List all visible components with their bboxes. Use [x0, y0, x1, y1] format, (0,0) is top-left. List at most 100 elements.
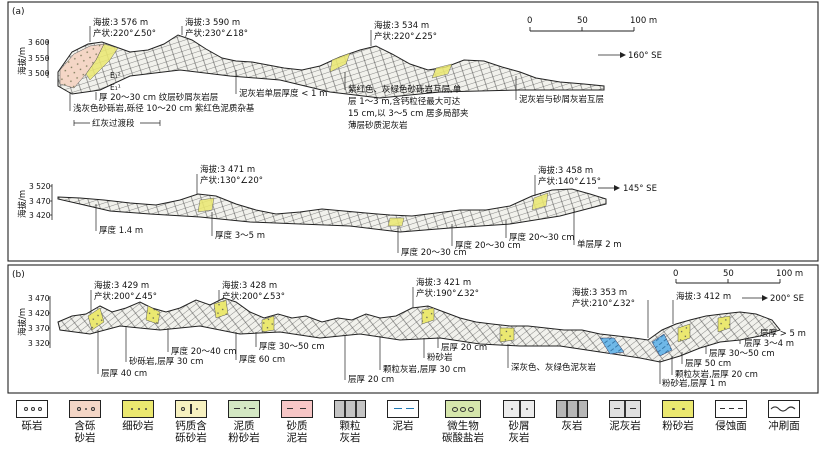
legend-item-granular-limestone: 颗粒 灰岩 [326, 398, 374, 444]
conglomerate-icon [16, 400, 48, 418]
tick-label: 3 520 [29, 182, 51, 191]
direction-label: 160° SE [628, 51, 662, 61]
note-silt1m: 粉砂岩,层厚 1 m [662, 378, 726, 389]
note-t3050: 厚度 30～50 cm [259, 341, 325, 352]
legend-item-scour-surface: 冲刷面 [760, 398, 808, 432]
scale-start: 0 [527, 16, 532, 26]
legend-label: 粉砂岩 [662, 420, 694, 432]
panel-b-axis: 海拔/m 3 470 3 420 3 370 3 320 [17, 294, 51, 348]
panel-b-direction: 200° SE [742, 294, 804, 304]
note-thickness-1-4m: 厚度 1.4 m [99, 225, 143, 236]
tick-label: 3 420 [29, 211, 51, 220]
tick-label: 3 470 [28, 294, 50, 303]
scour-surface-icon [768, 400, 800, 418]
summit-altitude: 海拔:3 471 m [200, 164, 255, 175]
panel-a-upper-summits: 海拔:3 576 m 产状:220°∠50° 海拔:3 590 m 产状:230… [89, 17, 437, 46]
panel-a-lower-summits: 海拔:3 471 m 产状:130°∠20° 海拔:3 458 m 产状:140… [196, 164, 601, 196]
panel-b-profile [57, 297, 781, 363]
panel-a-upper-notes: 厚 20～30 cm 纹层砂屑灰岩层 浅灰色砂砾岩,砾径 10～20 cm 紫红… [69, 70, 604, 131]
note-conglomerate-30: 砂砾岩,层厚 30 cm [129, 356, 203, 367]
note-t2040: 厚度 20～40 cm [171, 346, 237, 357]
legend-item-microbial-carbonate: 微生物 碳酸盐岩 [435, 398, 491, 444]
calcarenite-icon [503, 400, 535, 418]
argillaceous-siltstone-icon [228, 400, 260, 418]
note-interbed-4: 薄层砂质泥灰岩 [348, 120, 408, 131]
note-single-layer-2m: 单层厚 2 m [577, 239, 622, 250]
tick-label: 3 320 [28, 339, 50, 348]
legend-label: 泥岩 [392, 420, 414, 432]
panel-b-summits: 海拔:3 429 m 产状:200°∠45° 海拔:3 428 m 产状:200… [90, 277, 731, 338]
summit-altitude: 海拔:3 590 m [185, 17, 240, 28]
scale-end: 100 m [776, 269, 803, 279]
summit-attitude: 产状:210°∠32° [572, 298, 635, 309]
legend-label: 钙质含 砾砂岩 [175, 420, 207, 444]
panel-a-frame [7, 1, 819, 262]
summit-altitude: 海拔:3 428 m [222, 280, 277, 291]
summit-attitude: 产状:140°∠15° [538, 176, 601, 187]
summit-altitude: 海拔:3 353 m [572, 287, 627, 298]
note-thin-layer: 厚 20～30 cm 纹层砂屑灰岩层 [99, 92, 218, 103]
legend-item-conglomerate: 砾岩 [8, 398, 56, 432]
panel-a-lower-notes: 厚度 1.4 m 厚度 3～5 m 厚度 20～30 cm 厚度 20～30 c… [95, 204, 622, 258]
legend-item-fine-sandstone: 细砂岩 [114, 398, 162, 432]
panel-a-lower-yellow-strata [197, 192, 549, 227]
note-basal: 浅灰色砂砾岩,砾径 10～20 cm 紫红色泥质杂基 [73, 103, 255, 114]
note-b34: 层厚 3～4 m [744, 339, 794, 349]
legend-label: 泥灰岩 [609, 420, 641, 432]
summit-altitude: 海拔:3 421 m [416, 277, 471, 288]
note-interbed-3: 15 cm,以 3～5 cm 居多局部夹 [348, 108, 469, 119]
limestone-icon [556, 400, 588, 418]
scale-mid: 50 [577, 16, 588, 26]
note-single-layer: 泥灰岩单层厚度 < 1 m [239, 88, 327, 99]
legend-label: 微生物 碳酸盐岩 [442, 420, 484, 444]
note-interbed-2: 层 1～3 m,含钙粒径最大可达 [348, 96, 461, 107]
note-t60: 厚度 60 cm [239, 354, 285, 365]
summit-altitude: 海拔:3 458 m [538, 165, 593, 176]
siltstone-icon [662, 400, 694, 418]
summit-attitude: 产状:220°∠25° [374, 31, 437, 42]
direction-label: 145° SE [623, 184, 657, 194]
summit-attitude: 产状:220°∠50° [93, 28, 156, 39]
legend-label: 颗粒 灰岩 [339, 420, 361, 444]
calcareous-pebbly-sandstone-icon [175, 400, 207, 418]
panel-a-upper-ylabel: 海拔/m [17, 47, 28, 75]
legend-item-pebbly-sandstone: 含砾 砂岩 [61, 398, 109, 444]
panel-b-ylabel: 海拔/m [17, 308, 28, 336]
panel-b-label: (b) [12, 270, 25, 280]
microbial-carbonate-icon [445, 400, 481, 418]
legend-label: 砾岩 [21, 420, 43, 432]
summit-attitude: 产状:230°∠18° [185, 28, 248, 39]
panel-a-label: (a) [12, 7, 25, 17]
tick-label: 3 550 [28, 54, 50, 63]
legend-item-calcareous-pebbly-sandstone: 钙质含 砾砂岩 [167, 398, 215, 444]
note-b20a: 层厚 20 cm [348, 375, 394, 385]
tick-label: 3 370 [28, 324, 50, 333]
panel-a-upper-direction: 160° SE [598, 51, 662, 61]
summit-attitude: 产状:200°∠53° [222, 291, 285, 302]
legend-label: 侵蚀面 [715, 420, 747, 432]
note-transition: 红灰过渡段 [92, 118, 135, 129]
panel-b-scale-bar: 0 50 100 m [673, 269, 803, 284]
note-thickness-20-30cm: 厚度 20～30 cm [455, 240, 521, 251]
legend-label: 砂质 泥岩 [286, 420, 308, 444]
panel-b-frame [7, 264, 819, 394]
lithology-legend: 砾岩 含砾 砂岩 细砂岩 钙质含 砾砂岩 泥质 粉砂岩 砂质 泥岩 颗粒 灰 [8, 398, 818, 456]
note-b5m: 层厚 > 5 m [760, 329, 806, 339]
mudstone-icon [387, 400, 419, 418]
summit-altitude: 海拔:3 412 m [676, 291, 731, 302]
panel-b-yellow-strata [87, 299, 731, 343]
note-interbed-1: 紫红色、灰绿色砂砾岩互层,单 [348, 84, 462, 95]
legend-item-siltstone: 粉砂岩 [654, 398, 702, 432]
note-thickness-20-30cm: 厚度 20～30 cm [401, 247, 467, 258]
summit-attitude: 产状:130°∠20° [200, 175, 263, 186]
panel-a-yellow-strata [85, 43, 119, 81]
panel-a-lower-ylabel: 海拔/m [17, 190, 28, 218]
tick-label: 3 500 [28, 69, 50, 78]
legend-label: 细砂岩 [122, 420, 154, 432]
tick-label: 3 420 [28, 309, 50, 318]
note-b40: 层厚 40 cm [101, 369, 147, 379]
summit-attitude: 产状:200°∠45° [94, 291, 157, 302]
note-b20b: 层厚 20 cm [441, 343, 487, 353]
scale-mid: 50 [723, 269, 734, 279]
